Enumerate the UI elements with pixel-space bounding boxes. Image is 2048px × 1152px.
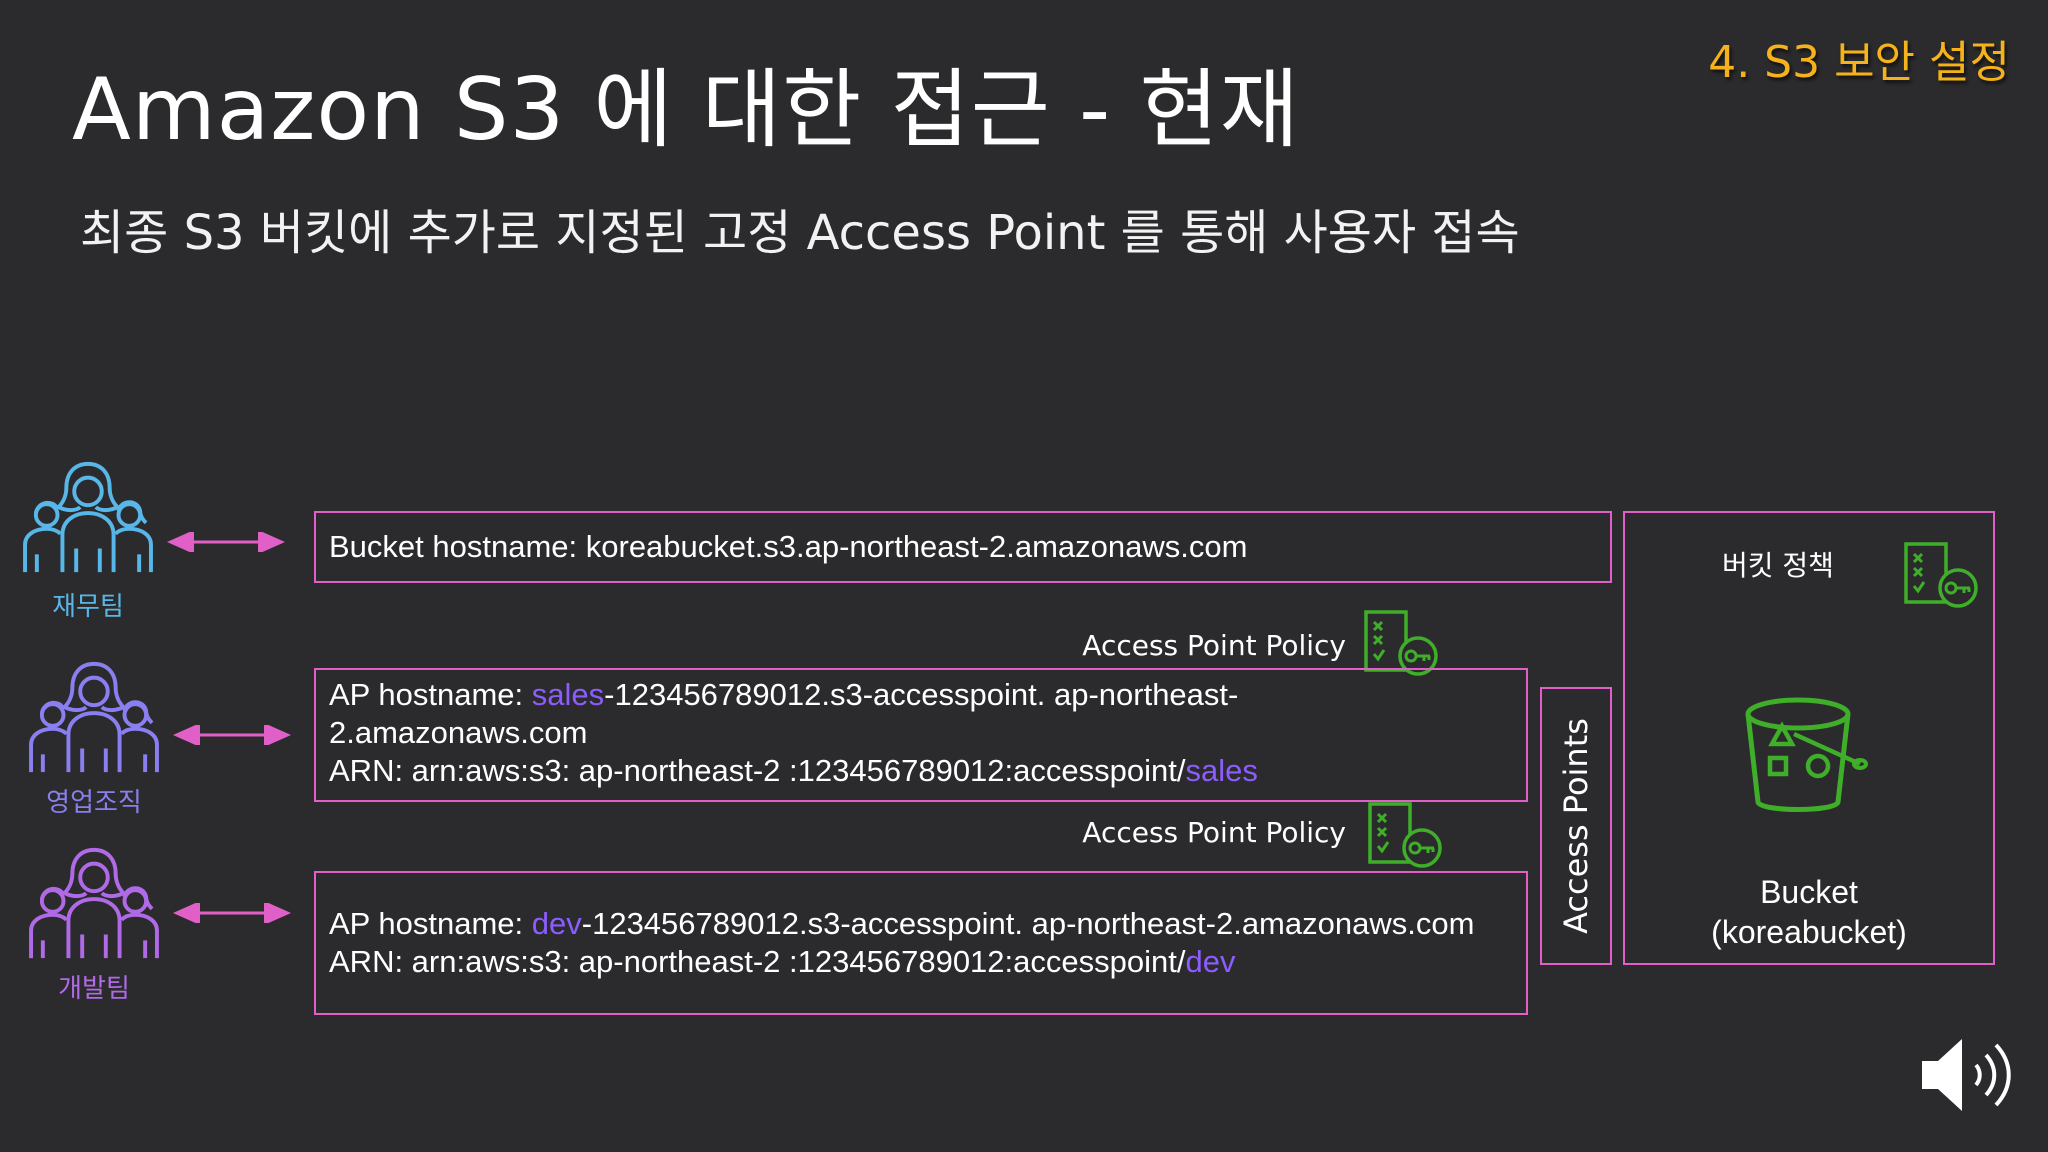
dev-access-point-box: AP hostname: dev-123456789012.s3-accessp…: [314, 871, 1528, 1015]
bucket-hostname-value: koreabucket.s3.ap-northeast-2.amazonaws.…: [585, 529, 1248, 564]
bucket-hostname-prefix: Bucket hostname:: [329, 529, 586, 564]
bucket-name-label: Bucket (koreabucket): [1623, 872, 1995, 952]
dev-hostname-highlight: dev: [531, 906, 582, 941]
dev-hostname-prefix: AP hostname:: [329, 906, 532, 941]
group-label-sales: 영업조직: [46, 788, 142, 818]
dev-hostname-line: AP hostname: dev-123456789012.s3-accessp…: [329, 905, 1474, 943]
sales-hostname-line2: 2.amazonaws.com: [329, 715, 588, 750]
s3-bucket-icon: [1745, 697, 1868, 812]
sales-arn-line: ARN: arn:aws:s3: ap-northeast-2 :1234567…: [329, 752, 1258, 790]
bucket-hostname-box: Bucket hostname: koreabucket.s3.ap-north…: [314, 511, 1612, 583]
access-points-label: Access Points: [1557, 718, 1595, 934]
bucket-name: (koreabucket): [1711, 914, 1907, 950]
dev-arn-line: ARN: arn:aws:s3: ap-northeast-2 :1234567…: [329, 943, 1235, 981]
people-group-icon: [29, 661, 159, 775]
sales-hostname-rest: -123456789012.s3-accesspoint. ap-northea…: [604, 677, 1239, 712]
section-tag: 4. S3 보안 설정: [1708, 37, 2010, 88]
group-label-dev: 개발팀: [58, 974, 130, 1004]
sales-arrow: [173, 725, 291, 745]
dev-hostname-rest: -123456789012.s3-accesspoint. ap-northea…: [581, 906, 1475, 941]
people-group-icon: [29, 847, 159, 961]
speaker-volume-icon[interactable]: [1918, 1035, 2018, 1115]
bucket-title: Bucket: [1760, 874, 1858, 910]
access-point-policy-label: Access Point Policy: [1082, 629, 1346, 662]
dev-arn-highlight: dev: [1185, 944, 1236, 979]
sales-access-point-box: AP hostname: sales-123456789012.s3-acces…: [314, 668, 1528, 802]
bucket-hostname-text: Bucket hostname: koreabucket.s3.ap-north…: [329, 528, 1247, 566]
finance-arrow: [167, 532, 285, 552]
group-label-finance: 재무팀: [52, 592, 124, 622]
dev-arn-prefix: ARN: arn:aws:s3: ap-northeast-2 :1234567…: [329, 944, 1186, 979]
sales-hostname-line1: AP hostname: sales-123456789012.s3-acces…: [329, 676, 1238, 714]
bucket-panel: [1623, 511, 1995, 965]
policy-document-icon: [1368, 802, 1442, 868]
sales-hostname-prefix: AP hostname:: [329, 677, 532, 712]
sales-arn-highlight: sales: [1185, 753, 1258, 788]
slide-title: Amazon S3 에 대한 접근 - 현재: [72, 60, 1300, 160]
bucket-policy-label: 버킷 정책: [1722, 549, 1834, 582]
sales-arn-prefix: ARN: arn:aws:s3: ap-northeast-2 :1234567…: [329, 753, 1186, 788]
slide-subtitle: 최종 S3 버킷에 추가로 지정된 고정 Access Point 를 통해 사…: [80, 205, 1520, 261]
sales-hostname-highlight: sales: [531, 677, 605, 712]
dev-arrow: [173, 903, 291, 923]
policy-document-icon: [1904, 542, 1978, 608]
access-points-box: [1540, 687, 1612, 965]
people-group-icon: [23, 461, 153, 575]
access-point-policy-label: Access Point Policy: [1082, 816, 1346, 849]
